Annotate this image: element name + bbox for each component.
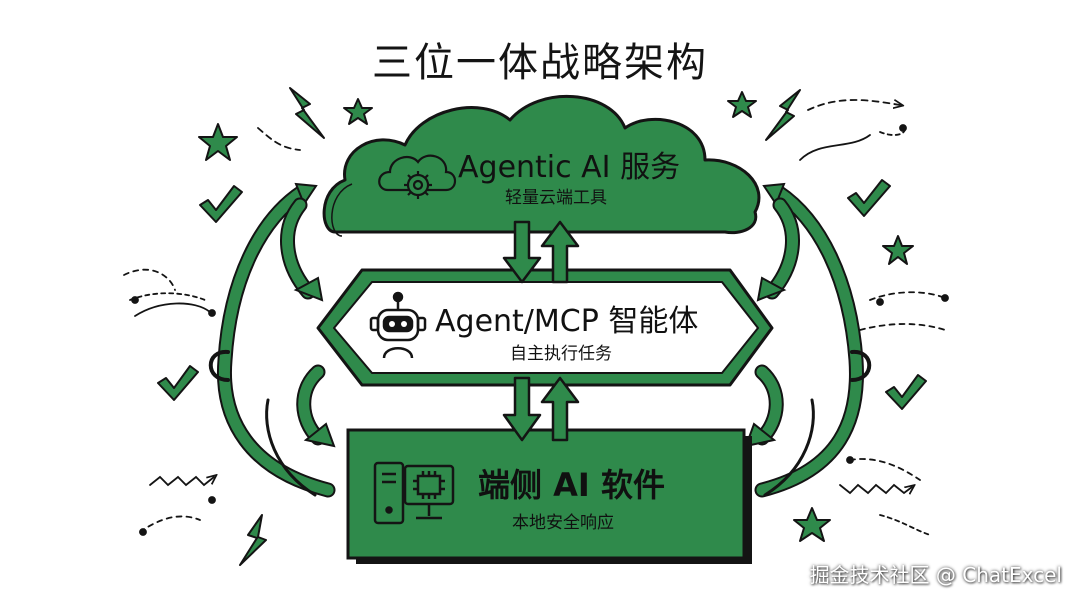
decorative-lightning xyxy=(239,87,801,566)
lightning-icon xyxy=(239,514,267,566)
decorative-checks xyxy=(157,179,927,410)
watermark: 掘金技术社区 @ ChatExcel xyxy=(809,563,1062,587)
star-icon xyxy=(882,235,914,265)
left-loop-arrows xyxy=(208,182,336,498)
check-icon xyxy=(847,179,891,217)
agent-tier-subtitle: 自主执行任务 xyxy=(510,344,612,364)
star-icon xyxy=(343,98,373,125)
cloud-tier-subtitle: 轻量云端工具 xyxy=(505,188,607,208)
star-icon xyxy=(198,123,238,161)
star-icon xyxy=(727,91,757,118)
cloud-shape xyxy=(322,94,761,237)
diagram-title: 三位一体战略架构 xyxy=(372,40,708,86)
cloud-tier-title: Agentic AI 服务 xyxy=(458,150,681,185)
decorative-flourishes xyxy=(123,100,949,536)
star-icon xyxy=(793,507,831,542)
edge-tier-subtitle: 本地安全响应 xyxy=(512,513,614,533)
center-arrows xyxy=(502,220,580,442)
check-icon xyxy=(199,185,243,223)
agent-tier-title: Agent/MCP 智能体 xyxy=(435,304,699,339)
computer-chip-icon xyxy=(373,461,455,525)
lightning-icon xyxy=(289,87,325,139)
hexagon-banner xyxy=(316,268,774,387)
lightning-icon xyxy=(765,89,801,141)
cloud-gear-icon xyxy=(378,154,457,199)
bottom-box xyxy=(346,428,752,564)
decorative-stars xyxy=(198,91,914,542)
check-icon xyxy=(885,374,927,410)
check-icon xyxy=(157,365,199,401)
edge-tier-title: 端侧 AI 软件 xyxy=(478,466,665,504)
right-loop-arrows xyxy=(744,182,872,498)
robot-icon xyxy=(369,291,427,359)
